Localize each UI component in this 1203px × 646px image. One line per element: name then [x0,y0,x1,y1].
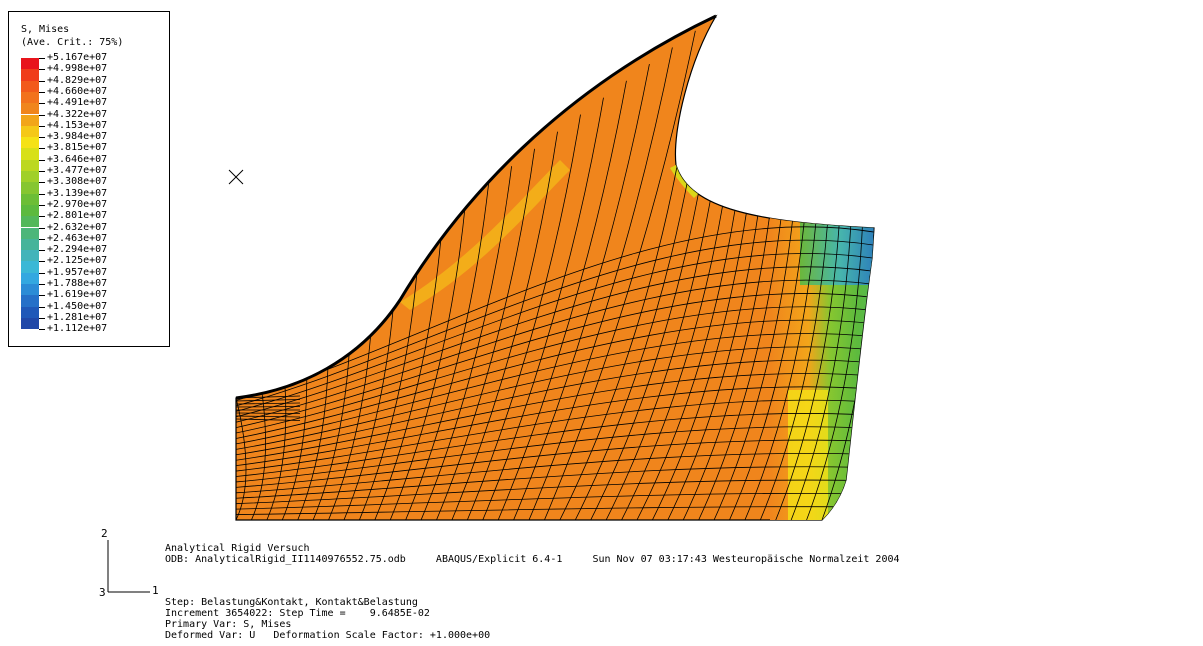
legend-swatch [21,216,39,228]
legend-tick [39,272,45,274]
legend-value-label: +3.139e+07 [47,187,108,199]
legend-tick [39,306,45,308]
legend-swatch [21,227,39,239]
legend-tick [39,58,45,59]
legend-tick [39,80,45,82]
legend-value-label: +2.463e+07 [47,232,108,244]
legend-tick [39,204,45,206]
legend-swatch [21,125,39,138]
legend-tick [39,238,45,240]
legend-tick [39,182,45,184]
legend-tick [39,193,45,195]
triad-axis-2-label: 2 [101,527,108,540]
legend-value-label: +4.322e+07 [47,108,108,120]
legend-value-label: +3.984e+07 [47,131,108,143]
legend-value-label: +2.125e+07 [47,255,108,267]
legend-swatch [21,193,39,205]
legend-swatch [21,114,39,126]
legend-value-label: +1.450e+07 [47,300,108,312]
legend-tick [39,250,45,252]
legend-tick [39,261,45,263]
model-title: Analytical Rigid Versuch [165,543,310,554]
legend-value-label: +4.153e+07 [47,119,108,131]
legend-swatch [21,295,39,307]
legend-tick [39,137,45,139]
legend-swatch [21,58,39,70]
legend-swatch [21,182,39,194]
legend-value-label: +4.660e+07 [47,85,108,97]
legend-tick [39,148,45,150]
legend-value-label: +4.998e+07 [47,63,108,75]
legend-swatch [21,261,39,273]
legend-value-label: +4.829e+07 [47,74,108,86]
step-info: Step: Belastung&Kontakt, Kontakt&Belastu… [165,597,418,608]
legend-swatch [21,148,39,160]
legend-value-label: +1.112e+07 [47,323,108,335]
legend-tick [39,171,45,172]
legend-tick [39,125,45,127]
legend-tick [39,284,45,285]
legend-value-label: +1.788e+07 [47,278,108,289]
legend-value-label: +1.957e+07 [47,266,108,278]
legend-swatch [21,103,39,115]
legend-swatch [21,171,39,183]
legend-swatch [21,284,39,296]
legend-tick [39,69,45,71]
deformed-mesh [235,14,875,521]
legend-swatch [21,272,39,284]
legend-swatch [21,317,39,330]
legend-title: S, Mises (Ave. Crit.: 75%) [21,24,124,48]
legend-value-label: +4.491e+07 [47,97,108,109]
legend-tick [39,216,45,218]
legend-tick [39,317,45,319]
legend-tick [39,295,45,297]
legend-tick [39,114,45,116]
legend-tick [39,329,45,331]
deformed-var-info: Deformed Var: U Deformation Scale Factor… [165,630,491,641]
legend-swatch [21,238,39,251]
legend-swatch [21,91,39,104]
legend-tick [39,103,45,105]
legend-swatch [21,204,39,217]
coordinate-triad [107,540,150,593]
legend-tick [39,91,45,93]
legend-value-label: +2.294e+07 [47,244,108,256]
legend-value-label: +2.970e+07 [47,198,108,210]
legend-value-label: +2.632e+07 [47,221,108,233]
legend-value-label: +1.281e+07 [47,311,108,323]
increment-info: Increment 3654022: Step Time = 9.6485E-0… [165,608,430,619]
legend-value-label: +2.801e+07 [47,210,108,222]
legend-swatch [21,306,39,318]
reference-point-marker [228,169,244,185]
legend-swatch [21,69,39,81]
legend-tick [39,159,45,161]
legend-swatch [21,80,39,92]
stress-legend: S, Mises (Ave. Crit.: 75%) +5.167e+07+4.… [8,11,170,347]
legend-value-label: +3.477e+07 [47,165,108,176]
legend-swatch [21,159,39,171]
legend-value-label: +1.619e+07 [47,289,108,301]
legend-swatch [21,137,39,149]
triad-axis-3-label: 3 [99,586,106,599]
legend-tick [39,227,45,229]
primary-var-info: Primary Var: S, Mises [165,619,292,630]
legend-value-label: +3.646e+07 [47,153,108,165]
legend-value-label: +5.167e+07 [47,52,108,63]
odb-info-line: ODB: AnalyticalRigid_II1140976552.75.odb… [165,554,900,565]
triad-axis-1-label: 1 [152,584,159,597]
legend-value-label: +3.308e+07 [47,176,108,188]
legend-value-label: +3.815e+07 [47,142,108,154]
legend-swatch [21,250,39,262]
